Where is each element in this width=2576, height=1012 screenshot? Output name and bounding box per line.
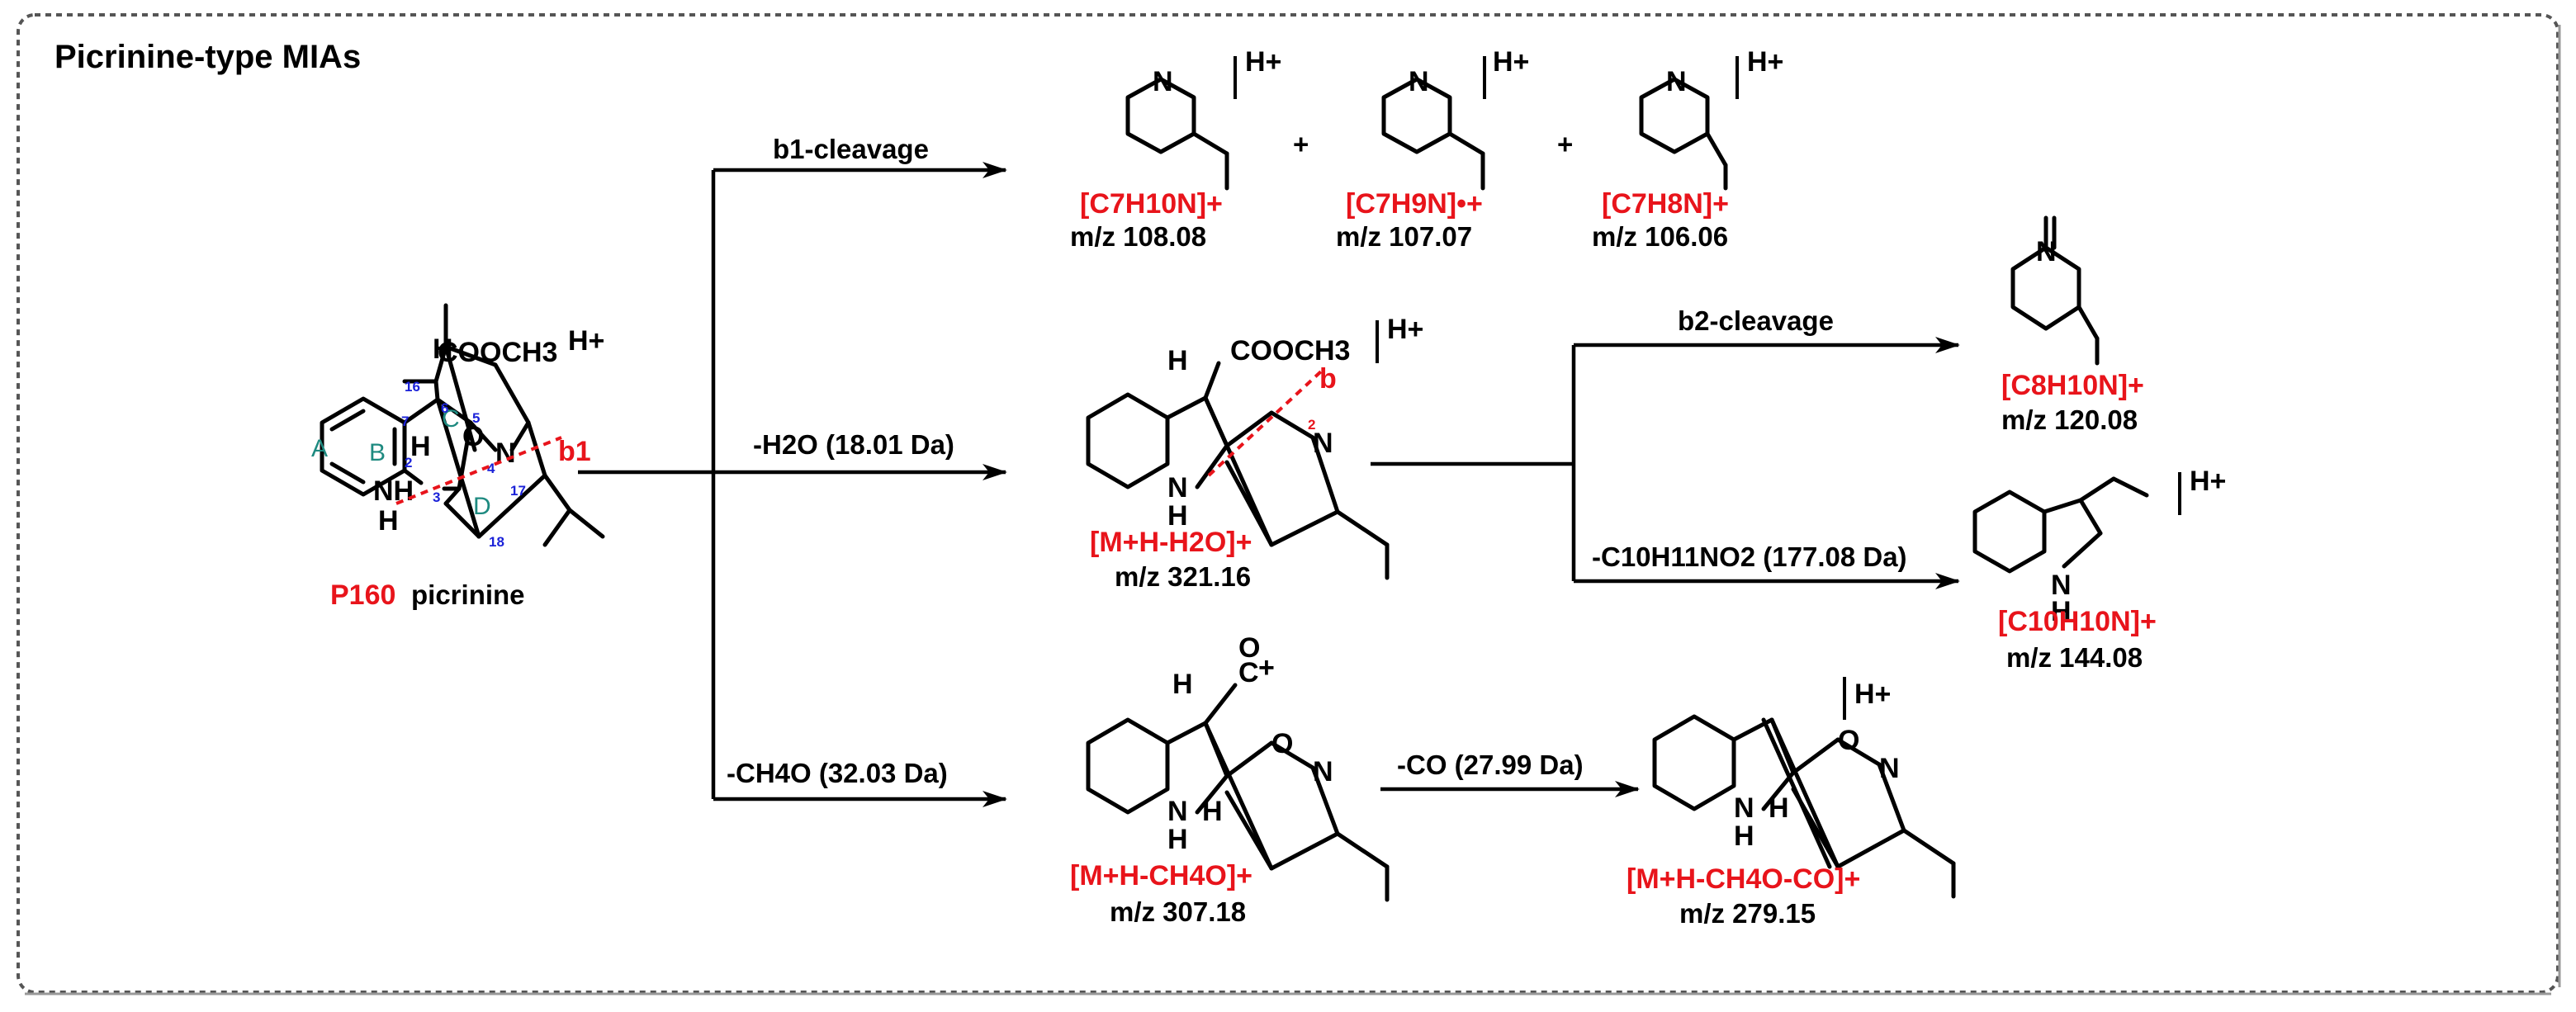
svg-text:N: N bbox=[1409, 66, 1429, 97]
svg-text:3: 3 bbox=[433, 489, 440, 505]
svg-text:7: 7 bbox=[401, 414, 409, 429]
product-120: N [C8H10N]+ m/z 120.08 bbox=[2001, 215, 2144, 435]
mz-106: m/z 106.06 bbox=[1592, 221, 1728, 252]
formula-108: [C7H10N]+ bbox=[1080, 188, 1223, 220]
formula-144: [C10H10N]+ bbox=[1998, 606, 2157, 637]
product-108: N H+ [C7H10N]+ m/z 108.08 bbox=[1070, 46, 1281, 252]
formula-307: [M+H-CH4O]+ bbox=[1070, 860, 1252, 891]
svg-text:N: N bbox=[1313, 428, 1333, 459]
precursor-name: picrinine bbox=[411, 579, 525, 610]
svg-text:N: N bbox=[1167, 796, 1188, 827]
svg-text:H: H bbox=[1167, 345, 1188, 376]
svg-text:N: N bbox=[1153, 66, 1173, 97]
step-co-loss: -CO (27.99 Da) bbox=[1397, 750, 1584, 780]
svg-text:H+: H+ bbox=[1493, 46, 1529, 78]
product-307: H C O + O N N H H [M+H-CH4O]+ m/z 307.18 bbox=[1070, 632, 1390, 927]
svg-text:17: 17 bbox=[510, 483, 526, 499]
mz-279: m/z 279.15 bbox=[1679, 898, 1816, 929]
formula-107: [C7H9N]•+ bbox=[1346, 188, 1483, 220]
dashed-frame bbox=[17, 13, 2559, 994]
picrinine-structure: H COOCH3 H+ H N O NH H A B C D 16 7 6 5 … bbox=[311, 303, 605, 611]
svg-text:D: D bbox=[473, 493, 491, 520]
svg-text:C: C bbox=[1238, 657, 1259, 688]
svg-text:+: + bbox=[1557, 129, 1573, 159]
svg-text:H: H bbox=[1769, 792, 1789, 824]
svg-text:+: + bbox=[1258, 652, 1275, 683]
svg-text:H: H bbox=[1202, 796, 1223, 827]
svg-text:H: H bbox=[1167, 500, 1188, 532]
svg-text:N: N bbox=[1734, 792, 1754, 824]
svg-text:H: H bbox=[1167, 824, 1188, 855]
mz-321: m/z 321.16 bbox=[1115, 561, 1251, 592]
svg-text:O: O bbox=[462, 421, 484, 452]
svg-text:B: B bbox=[369, 439, 386, 466]
svg-text:H+: H+ bbox=[1387, 314, 1423, 345]
svg-text:O: O bbox=[1238, 632, 1260, 664]
svg-text:N: N bbox=[2051, 570, 2072, 601]
svg-text:A: A bbox=[311, 435, 328, 462]
precursor-id: P160 bbox=[330, 579, 395, 611]
mz-307: m/z 307.18 bbox=[1110, 896, 1246, 927]
step-c10h11no2-loss: -C10H11NO2 (177.08 Da) bbox=[1592, 541, 1907, 572]
mz-108: m/z 108.08 bbox=[1070, 221, 1206, 252]
svg-text:16: 16 bbox=[405, 379, 420, 395]
svg-text:H: H bbox=[1172, 669, 1193, 700]
step-h2o-loss: -H2O (18.01 Da) bbox=[753, 429, 954, 460]
precursor-ester: COOCH3 bbox=[438, 337, 557, 368]
svg-text:H: H bbox=[433, 333, 453, 365]
svg-text:N: N bbox=[1879, 753, 1900, 784]
step-b1-cleavage: b1-cleavage bbox=[773, 134, 929, 164]
formula-321: [M+H-H2O]+ bbox=[1090, 527, 1252, 558]
svg-text:4: 4 bbox=[487, 461, 495, 476]
svg-text:2: 2 bbox=[1308, 417, 1315, 433]
svg-text:H+: H+ bbox=[1245, 46, 1281, 78]
svg-text:H+: H+ bbox=[2190, 466, 2226, 497]
svg-text:H+: H+ bbox=[1854, 679, 1891, 710]
formula-106: [C7H8N]+ bbox=[1602, 188, 1729, 220]
svg-text:N: N bbox=[1313, 756, 1333, 787]
precursor-charge: H+ bbox=[568, 325, 604, 357]
product-279: O N N H H H+ [M+H-CH4O-CO]+ m/z 279.15 bbox=[1627, 677, 1956, 929]
product-321: H COOCH3 H+ N N H b 2 [M+H-H2O]+ m/z 321… bbox=[1086, 314, 1423, 592]
svg-text:5: 5 bbox=[472, 410, 480, 426]
formula-279: [M+H-CH4O-CO]+ bbox=[1627, 863, 1860, 895]
svg-text:N: N bbox=[1167, 472, 1188, 504]
svg-text:H: H bbox=[2051, 596, 2072, 627]
cleavage-label-b1: b1 bbox=[558, 436, 591, 467]
svg-text:O: O bbox=[1271, 728, 1293, 759]
svg-text:C: C bbox=[442, 405, 460, 433]
svg-text:H: H bbox=[1734, 820, 1754, 852]
svg-text:H: H bbox=[410, 431, 431, 462]
svg-text:+: + bbox=[1293, 129, 1309, 159]
product-106: N H+ [C7H8N]+ m/z 106.06 bbox=[1592, 46, 1783, 252]
product-144: N H H+ [C10H10N]+ m/z 144.08 bbox=[1972, 466, 2226, 673]
svg-text:18: 18 bbox=[489, 534, 504, 550]
formula-120: [C8H10N]+ bbox=[2001, 370, 2144, 401]
svg-text:2: 2 bbox=[405, 455, 412, 471]
svg-text:H: H bbox=[378, 505, 399, 537]
mz-120: m/z 120.08 bbox=[2001, 404, 2138, 435]
step-ch4o-loss: -CH4O (32.03 Da) bbox=[727, 758, 948, 788]
mz-107: m/z 107.07 bbox=[1336, 221, 1472, 252]
svg-text:COOCH3: COOCH3 bbox=[1230, 335, 1350, 366]
svg-text:NH: NH bbox=[373, 475, 414, 507]
svg-text:N: N bbox=[1666, 66, 1687, 97]
step-b2-cleavage: b2-cleavage bbox=[1678, 305, 1834, 336]
svg-text:N: N bbox=[2036, 236, 2057, 267]
mz-144: m/z 144.08 bbox=[2006, 642, 2143, 673]
svg-text:b: b bbox=[1319, 363, 1337, 395]
svg-text:O: O bbox=[1838, 725, 1859, 756]
svg-text:6: 6 bbox=[441, 400, 448, 416]
product-107: N H+ [C7H9N]•+ m/z 107.07 bbox=[1336, 46, 1529, 252]
svg-text:H+: H+ bbox=[1747, 46, 1783, 78]
page-title: Picrinine-type MIAs bbox=[54, 39, 361, 75]
